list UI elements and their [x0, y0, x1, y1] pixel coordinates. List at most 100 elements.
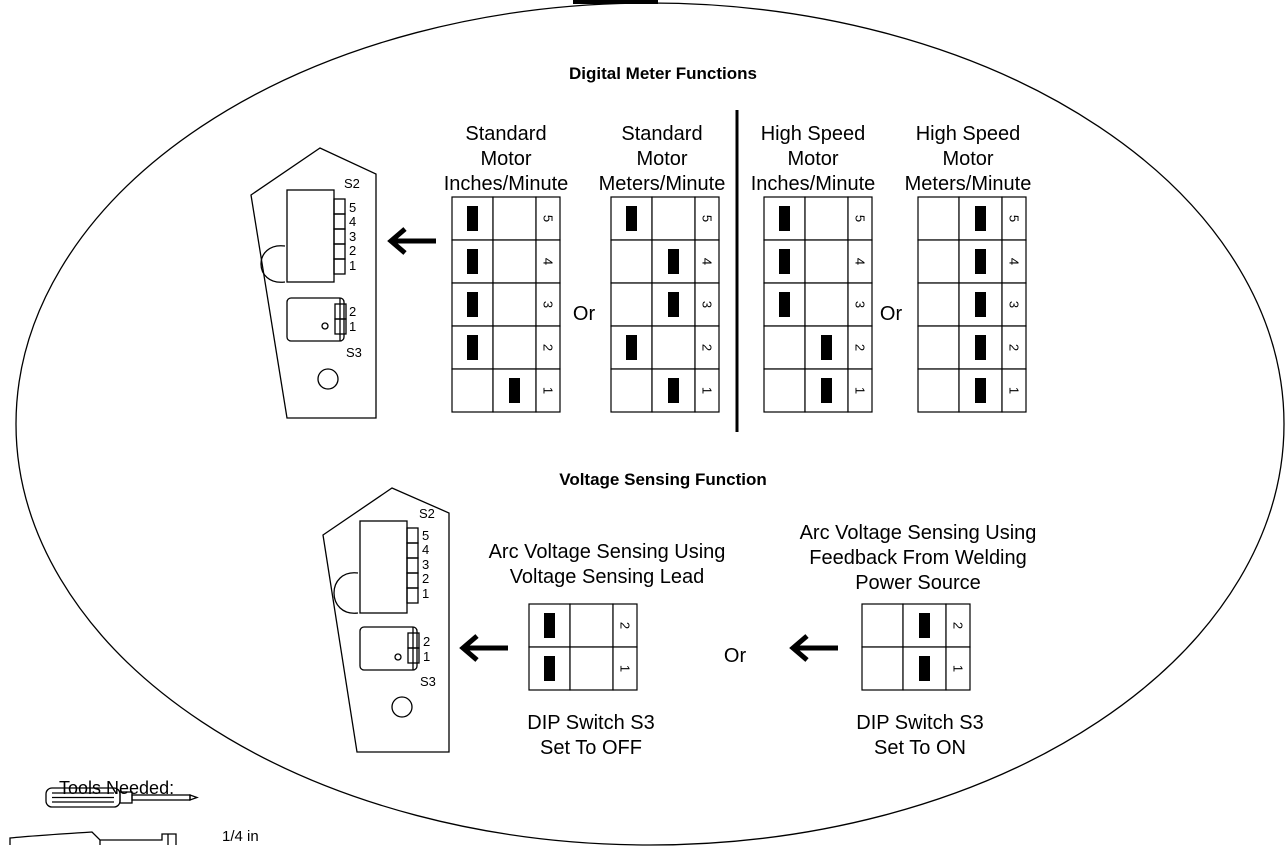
switch-actuator-off — [544, 656, 555, 681]
switch-cell — [847, 282, 873, 327]
switch-cell — [847, 239, 873, 284]
switch-cell — [1001, 368, 1027, 413]
control-board-digital: S2 5 4 3 2 1 2 1 S3 — [250, 147, 377, 419]
switch-cell — [610, 282, 653, 327]
heading-line: Power Source — [855, 572, 981, 594]
switch-actuator-off — [467, 206, 478, 231]
switch-grid-s3-off: 21 — [528, 603, 638, 691]
switch-actuator-on — [668, 292, 679, 317]
heading-standard-meters: Standard Motor Meters/Minute — [599, 123, 726, 195]
board-outline — [250, 147, 377, 419]
switch-cell — [451, 368, 494, 413]
switch-cell — [694, 282, 720, 327]
switch-cell — [917, 239, 960, 284]
switch-number: 2 — [541, 344, 556, 351]
switch-cell — [612, 646, 638, 691]
switch-cell — [492, 239, 537, 284]
switch-actuator-on — [975, 206, 986, 231]
switch-cell — [1001, 325, 1027, 370]
switch-actuator-on — [919, 656, 930, 681]
switch-cell — [847, 196, 873, 241]
switch-cell — [528, 646, 571, 691]
caption-line: Set To ON — [874, 737, 966, 759]
board-cutout — [333, 572, 359, 614]
switch-cell — [804, 282, 849, 327]
section-title-digital-meter: Digital Meter Functions — [569, 64, 757, 83]
switch-cell — [861, 603, 904, 648]
heading-voltage-sensing-lead: Arc Voltage Sensing Using Voltage Sensin… — [489, 541, 726, 588]
heading-line: Arc Voltage Sensing Using — [489, 541, 726, 563]
switch-actuator-off — [467, 249, 478, 274]
switch-number: 1 — [951, 665, 966, 672]
switch-number: 3 — [1007, 301, 1022, 308]
heading-standard-inches: Standard Motor Inches/Minute — [444, 123, 569, 195]
switch-actuator-off — [626, 335, 637, 360]
switch-number: 3 — [541, 301, 556, 308]
switch-actuator-off — [467, 335, 478, 360]
switch-number: 4 — [700, 258, 715, 265]
switch-cell — [917, 196, 960, 241]
caption-line: Set To OFF — [540, 737, 642, 759]
s3-label: S3 — [346, 345, 362, 360]
s2-lever — [406, 527, 419, 544]
switch-cell — [610, 368, 653, 413]
heading-line: High Speed — [761, 123, 866, 145]
s2-number: 1 — [349, 258, 356, 273]
switch-number: 3 — [853, 301, 868, 308]
switch-number: 1 — [541, 387, 556, 394]
s2-lever — [333, 243, 346, 260]
s2-lever — [333, 213, 346, 230]
switch-cell — [804, 196, 849, 241]
caption-s3-on: DIP Switch S3 Set To ON — [856, 712, 983, 759]
heading-line: Motor — [480, 148, 531, 170]
arrow-left-icon — [387, 227, 436, 255]
s3-indicator-dot — [394, 653, 402, 661]
switch-actuator-on — [668, 249, 679, 274]
board-outline — [322, 487, 450, 753]
switch-actuator-off — [544, 613, 555, 638]
switch-grid-s3-on: 21 — [861, 603, 971, 691]
heading-high-speed-meters: High Speed Motor Meters/Minute — [905, 123, 1032, 195]
switch-cell — [694, 196, 720, 241]
heading-line: Inches/Minute — [751, 173, 876, 195]
switch-cell — [917, 282, 960, 327]
s2-lever — [406, 542, 419, 559]
mounting-hole — [391, 696, 413, 718]
s2-number: 2 — [422, 571, 429, 586]
s2-lever — [406, 557, 419, 574]
switch-cell — [492, 196, 537, 241]
arrow-left-icon — [789, 634, 838, 662]
switch-cell — [535, 239, 561, 284]
switch-cell — [569, 646, 614, 691]
s2-number: 2 — [349, 243, 356, 258]
switch-number: 2 — [951, 622, 966, 629]
switch-actuator-off — [626, 206, 637, 231]
switch-number: 1 — [1007, 387, 1022, 394]
switch-actuator-on — [509, 378, 520, 403]
switch-cell — [917, 368, 960, 413]
heading-feedback-from-power-source: Arc Voltage Sensing Using Feedback From … — [800, 522, 1037, 594]
switch-cell — [945, 646, 971, 691]
switch-actuator-off — [779, 206, 790, 231]
caption-line: DIP Switch S3 — [856, 712, 983, 734]
switch-cell — [535, 368, 561, 413]
switch-actuator-on — [821, 335, 832, 360]
mounting-hole — [317, 368, 339, 390]
heading-line: High Speed — [916, 123, 1021, 145]
s3-number: 2 — [423, 634, 430, 649]
socket-size-label: 1/4 in — [222, 828, 259, 845]
caption-line: DIP Switch S3 — [527, 712, 654, 734]
switch-actuator-on — [919, 613, 930, 638]
heading-high-speed-inches: High Speed Motor Inches/Minute — [751, 123, 876, 195]
heading-line: Motor — [636, 148, 687, 170]
switch-number: 1 — [618, 665, 633, 672]
heading-line: Standard — [465, 123, 546, 145]
switch-cell — [651, 196, 696, 241]
caption-s3-off: DIP Switch S3 Set To OFF — [527, 712, 654, 759]
s2-label: S2 — [419, 506, 435, 521]
heading-line: Standard — [621, 123, 702, 145]
switch-actuator-on — [821, 378, 832, 403]
